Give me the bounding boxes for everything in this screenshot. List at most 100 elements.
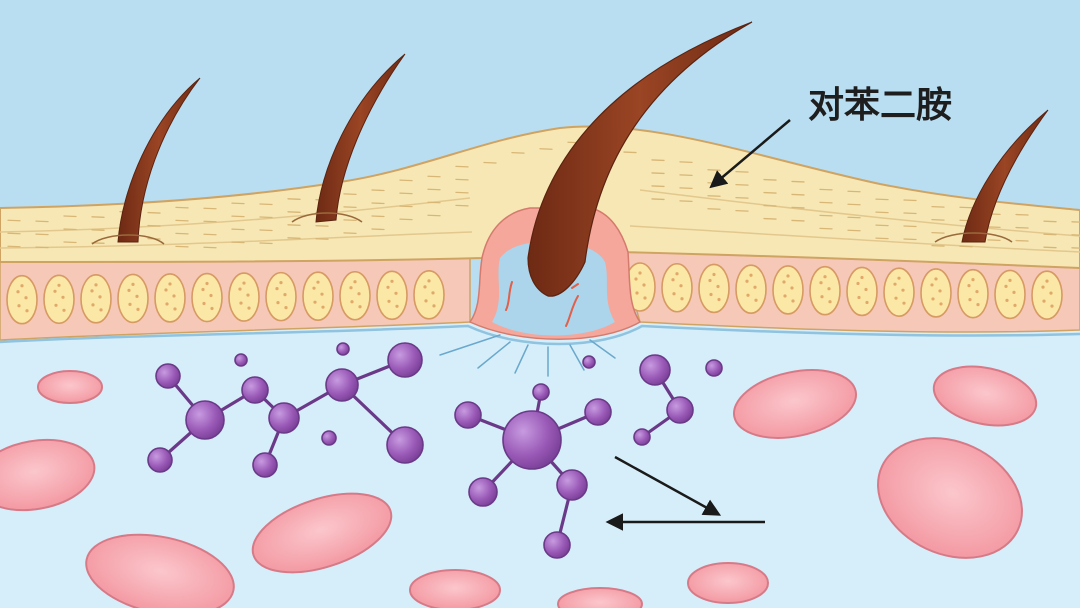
epidermis-dash — [36, 247, 48, 248]
epidermis-dash — [820, 215, 832, 216]
epidermis-dash — [288, 199, 300, 200]
cell-granule — [24, 296, 27, 299]
molecule-atom — [148, 448, 172, 472]
epidermis-dash — [260, 204, 272, 205]
molecule-atom — [469, 478, 497, 506]
cell-granule — [316, 281, 319, 284]
epidermis-dash — [344, 233, 356, 234]
cell-granule — [61, 296, 64, 299]
epidermis-dash — [8, 220, 20, 221]
cell-granule — [643, 296, 646, 299]
epidermis-dash — [372, 203, 384, 204]
cell-granule — [675, 272, 678, 275]
cell-granule — [390, 280, 393, 283]
cell-granule — [350, 300, 353, 303]
epidermis-dash — [148, 213, 160, 214]
molecule-atom — [640, 355, 670, 385]
epidermis-dash — [1016, 228, 1028, 229]
cell-granule — [749, 274, 752, 277]
epidermis-dash — [428, 202, 440, 203]
cell-granule — [1005, 299, 1008, 302]
cell-granule — [968, 298, 971, 301]
molecule-atom — [583, 356, 595, 368]
epidermis-dash — [176, 220, 188, 221]
epidermis-dash — [288, 212, 300, 213]
molecule-atom — [557, 470, 587, 500]
epidermis-dash — [344, 207, 356, 208]
skin-cell — [1032, 271, 1062, 319]
molecule-atom — [503, 411, 561, 469]
skin-cell — [377, 271, 407, 319]
skin-cell — [340, 272, 370, 320]
cell-granule — [672, 292, 675, 295]
epidermis-dash — [1016, 241, 1028, 242]
epidermis-dash — [8, 233, 20, 234]
cell-granule — [819, 281, 822, 284]
molecule-atom — [388, 343, 422, 377]
epidermis-dash — [680, 188, 692, 189]
cell-granule — [238, 287, 241, 290]
epidermis-dash — [64, 216, 76, 217]
cell-granule — [897, 277, 900, 280]
cell-granule — [321, 306, 324, 309]
molecule-atom — [156, 364, 180, 388]
cell-granule — [98, 295, 101, 298]
epidermis-dash — [540, 149, 552, 150]
cell-granule — [164, 288, 167, 291]
skin-cell — [995, 270, 1025, 318]
skin-cell — [414, 271, 444, 319]
chemical-label: 对苯二胺 — [808, 85, 952, 126]
skin-cell — [118, 274, 148, 322]
epidermis-dash — [932, 233, 944, 234]
molecule-atom — [326, 369, 358, 401]
skin-cell — [303, 272, 333, 320]
cell-granule — [320, 293, 323, 296]
cell-granule — [17, 304, 20, 307]
cell-granule — [823, 275, 826, 278]
cell-granule — [746, 294, 749, 297]
epidermis-dash — [428, 176, 440, 177]
epidermis-dash — [232, 203, 244, 204]
epidermis-dash — [64, 229, 76, 230]
epidermis-dash — [960, 207, 972, 208]
epidermis-dash — [1044, 221, 1056, 222]
epidermis-dash — [680, 201, 692, 202]
cell-granule — [94, 283, 97, 286]
skin-cell — [266, 273, 296, 321]
epidermis-dash — [260, 217, 272, 218]
epidermis-dash — [36, 221, 48, 222]
epidermis-dash — [1072, 248, 1080, 249]
cell-granule — [864, 288, 867, 291]
cell-granule — [634, 277, 637, 280]
skin-cell — [155, 274, 185, 322]
molecule-atom — [706, 360, 722, 376]
molecule-atom — [322, 431, 336, 445]
cell-granule — [358, 305, 361, 308]
cell-granule — [427, 279, 430, 282]
cell-granule — [967, 284, 970, 287]
cell-granule — [275, 287, 278, 290]
cell-granule — [931, 297, 934, 300]
molecule-atom — [186, 401, 224, 439]
epidermis-dash — [204, 208, 216, 209]
epidermis-dash — [736, 172, 748, 173]
red-blood-cell — [38, 371, 102, 403]
skin-cell — [7, 276, 37, 324]
molecule-atom — [337, 343, 349, 355]
epidermis-dash — [820, 202, 832, 203]
cell-granule — [387, 300, 390, 303]
epidermis-dash — [456, 179, 468, 180]
epidermis-dash — [400, 206, 412, 207]
cell-granule — [1041, 286, 1044, 289]
red-blood-cell — [410, 570, 500, 608]
epidermis-dash — [736, 185, 748, 186]
cell-granule — [753, 286, 756, 289]
epidermis-dash — [1072, 222, 1080, 223]
molecule-atom — [242, 377, 268, 403]
cell-granule — [680, 297, 683, 300]
cell-granule — [284, 306, 287, 309]
epidermis-dash — [176, 233, 188, 234]
epidermis-dash — [204, 221, 216, 222]
epidermis-dash — [232, 242, 244, 243]
cell-granule — [930, 283, 933, 286]
